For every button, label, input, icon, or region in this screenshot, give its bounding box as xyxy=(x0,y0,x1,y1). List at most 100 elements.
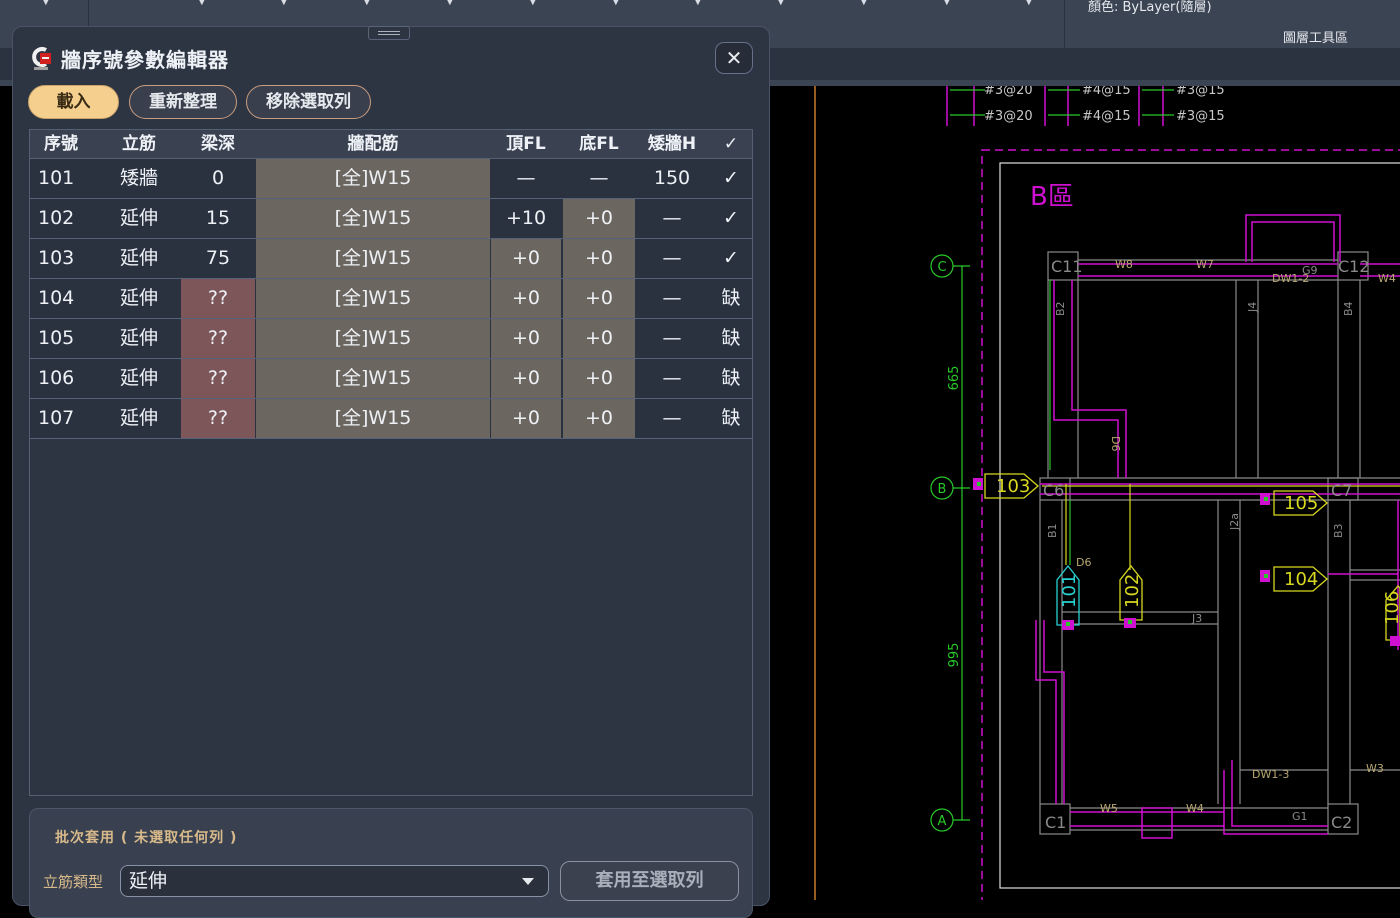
row-wall-rebar-cell[interactable]: [全]W15 xyxy=(256,399,490,438)
col-header-seq[interactable]: 序號 xyxy=(44,134,78,154)
row-beam-depth-cell[interactable]: ?? xyxy=(181,279,255,318)
col-header-wall-rebar[interactable]: 牆配筋 xyxy=(347,134,399,154)
wall-tag: W5 xyxy=(1100,802,1118,815)
row-rebar-cell[interactable]: 延伸 xyxy=(119,207,158,229)
chevron-down-icon[interactable]: ▼ xyxy=(943,0,951,7)
row-seq-cell[interactable]: 107 xyxy=(38,407,75,429)
chevron-down-icon[interactable]: ▼ xyxy=(529,0,537,7)
col-header-bottom-fl[interactable]: 底FL xyxy=(579,134,619,154)
row-wall-rebar-cell[interactable]: [全]W15 xyxy=(256,239,490,278)
row-low-wall-h-cell[interactable]: — xyxy=(662,207,682,229)
color-bylayer-label[interactable]: 顏色: ByLayer(隨層) xyxy=(1088,0,1212,15)
row-top-fl-cell[interactable]: +0 xyxy=(491,359,561,398)
row-status-cell: ✓ xyxy=(723,167,739,189)
row-low-wall-h-cell[interactable]: — xyxy=(662,407,682,429)
chevron-down-icon xyxy=(522,878,534,885)
wall-tag: DW1-3 xyxy=(1252,768,1289,781)
col-header-top-fl[interactable]: 頂FL xyxy=(506,134,546,154)
col-header-beam-depth[interactable]: 梁深 xyxy=(201,134,235,154)
app-logo-icon xyxy=(32,47,51,70)
chevron-down-icon[interactable]: ▼ xyxy=(42,0,50,7)
row-top-fl-cell[interactable]: +0 xyxy=(491,239,561,278)
col-header-status[interactable]: ✓ xyxy=(723,134,739,154)
col-header-rebar[interactable]: 立筋 xyxy=(122,134,156,154)
chevron-down-icon[interactable]: ▼ xyxy=(777,0,785,7)
row-status-cell: ✓ xyxy=(723,247,739,269)
batch-apply-title: 批次套用 ( 未選取任何列 ) xyxy=(55,830,238,846)
row-wall-rebar-cell[interactable]: [全]W15 xyxy=(256,199,490,238)
rebar-type-select[interactable]: 延伸 xyxy=(120,865,549,897)
chevron-down-icon[interactable]: ▼ xyxy=(198,0,206,7)
row-seq-cell[interactable]: 102 xyxy=(38,207,75,229)
rebar-label: #3@20 xyxy=(984,109,1033,124)
wall-tag: W3 xyxy=(1366,762,1384,775)
row-beam-depth-cell[interactable]: 75 xyxy=(205,247,231,269)
row-beam-depth-cell[interactable]: ?? xyxy=(181,399,255,438)
drag-handle[interactable] xyxy=(368,26,410,40)
row-seq-cell[interactable]: 105 xyxy=(38,327,75,349)
row-rebar-cell[interactable]: 延伸 xyxy=(119,327,158,349)
row-top-fl-cell[interactable]: +0 xyxy=(491,399,561,438)
row-beam-depth-cell[interactable]: 15 xyxy=(205,207,231,229)
row-seq-cell[interactable]: 106 xyxy=(38,367,75,389)
wall-tag: D6 xyxy=(1076,556,1091,569)
refresh-button[interactable]: 重新整理 xyxy=(129,85,237,119)
load-button[interactable]: 載入 xyxy=(28,85,119,119)
row-bottom-fl-cell[interactable]: +0 xyxy=(563,199,635,238)
chevron-down-icon[interactable]: ▼ xyxy=(446,0,454,7)
table-row[interactable]: 101 矮牆 0 [全]W15 — — 150 ✓ xyxy=(30,159,752,199)
row-wall-rebar-cell[interactable]: [全]W15 xyxy=(256,359,490,398)
row-low-wall-h-cell[interactable]: — xyxy=(662,287,682,309)
grid-label: C xyxy=(937,260,946,275)
chevron-down-icon[interactable]: ▼ xyxy=(860,0,868,7)
row-beam-depth-cell[interactable]: 0 xyxy=(211,167,225,189)
apply-to-selected-button[interactable]: 套用至選取列 xyxy=(560,861,739,901)
row-top-fl-cell[interactable]: +0 xyxy=(491,279,561,318)
chevron-down-icon[interactable]: ▼ xyxy=(694,0,702,7)
row-low-wall-h-cell[interactable]: — xyxy=(662,367,682,389)
row-bottom-fl-cell[interactable]: +0 xyxy=(563,239,635,278)
row-wall-rebar-cell[interactable]: [全]W15 xyxy=(256,159,490,198)
column-label: C1 xyxy=(1045,813,1066,832)
row-low-wall-h-cell[interactable]: 150 xyxy=(653,167,691,189)
row-rebar-cell[interactable]: 矮牆 xyxy=(119,167,158,189)
row-seq-cell[interactable]: 101 xyxy=(38,167,75,189)
chevron-down-icon[interactable]: ▼ xyxy=(1025,0,1033,7)
row-low-wall-h-cell[interactable]: — xyxy=(662,327,682,349)
row-rebar-cell[interactable]: 延伸 xyxy=(119,367,158,389)
row-seq-cell[interactable]: 103 xyxy=(38,247,75,269)
row-wall-rebar-cell[interactable]: [全]W15 xyxy=(256,319,490,358)
col-header-low-wall-h[interactable]: 矮牆H xyxy=(647,134,697,154)
layer-tools-label[interactable]: 圖層工具區 xyxy=(1283,31,1349,46)
row-seq-cell[interactable]: 104 xyxy=(38,287,75,309)
row-wall-rebar-cell[interactable]: [全]W15 xyxy=(256,279,490,318)
row-top-fl-cell[interactable]: — xyxy=(516,167,536,189)
grid-label: B xyxy=(938,482,947,497)
chevron-down-icon[interactable]: ▼ xyxy=(612,0,620,7)
row-low-wall-h-cell[interactable]: — xyxy=(662,247,682,269)
row-top-fl-cell[interactable]: +10 xyxy=(505,207,547,229)
row-bottom-fl-cell[interactable]: +0 xyxy=(563,359,635,398)
row-bottom-fl-cell[interactable]: +0 xyxy=(563,319,635,358)
ribbon-separator xyxy=(88,0,89,26)
wall-tag: D6 xyxy=(1109,436,1122,451)
chevron-down-icon[interactable]: ▼ xyxy=(363,0,371,7)
row-rebar-cell[interactable]: 延伸 xyxy=(119,247,158,269)
remove-selected-rows-button[interactable]: 移除選取列 xyxy=(246,85,371,119)
close-button[interactable]: ✕ xyxy=(715,42,753,74)
row-beam-depth-cell[interactable]: ?? xyxy=(181,359,255,398)
row-top-fl-cell[interactable]: +0 xyxy=(491,319,561,358)
row-rebar-cell[interactable]: 延伸 xyxy=(119,407,158,429)
row-beam-depth-cell[interactable]: ?? xyxy=(181,319,255,358)
row-rebar-cell[interactable]: 延伸 xyxy=(119,287,158,309)
row-bottom-fl-cell[interactable]: — xyxy=(589,167,609,189)
row-bottom-fl-cell[interactable]: +0 xyxy=(563,399,635,438)
row-bottom-fl-cell[interactable]: +0 xyxy=(563,279,635,318)
chevron-down-icon[interactable]: ▼ xyxy=(280,0,288,7)
